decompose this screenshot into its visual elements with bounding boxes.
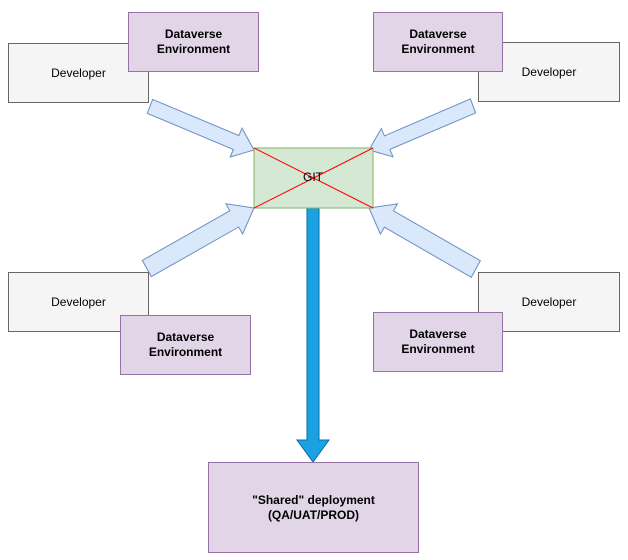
environment-label: Dataverse Environment bbox=[156, 27, 231, 56]
developer-label: Developer bbox=[51, 295, 106, 309]
developer-label: Developer bbox=[51, 66, 106, 80]
arrow-dev-top-right-to-git bbox=[368, 98, 477, 158]
environment-label: Dataverse Environment bbox=[148, 330, 223, 359]
developer-box-top-left: Developer bbox=[8, 43, 149, 103]
git-cross-line-2 bbox=[253, 147, 374, 209]
dataverse-environment-top-right: Dataverse Environment bbox=[373, 12, 503, 72]
dataverse-environment-bottom-right: Dataverse Environment bbox=[373, 312, 503, 372]
dataverse-environment-top-left: Dataverse Environment bbox=[128, 12, 259, 72]
git-label: GIT bbox=[303, 170, 323, 184]
environment-label: Dataverse Environment bbox=[401, 327, 475, 356]
arrow-dev-bottom-right-to-git bbox=[368, 203, 481, 278]
shared-deployment-title: "Shared" deployment bbox=[252, 492, 375, 507]
developer-label: Developer bbox=[521, 65, 577, 79]
shared-deployment-box: "Shared" deployment (QA/UAT/PROD) bbox=[208, 462, 419, 553]
developer-label: Developer bbox=[521, 295, 577, 309]
shared-deployment-targets: (QA/UAT/PROD) bbox=[267, 507, 360, 522]
arrow-dev-top-left-to-git bbox=[146, 98, 255, 158]
arrow-dev-bottom-left-to-git bbox=[141, 203, 255, 278]
dataverse-environment-bottom-left: Dataverse Environment bbox=[120, 315, 251, 375]
environment-label: Dataverse Environment bbox=[401, 27, 475, 56]
deploy-arrow bbox=[296, 207, 330, 463]
